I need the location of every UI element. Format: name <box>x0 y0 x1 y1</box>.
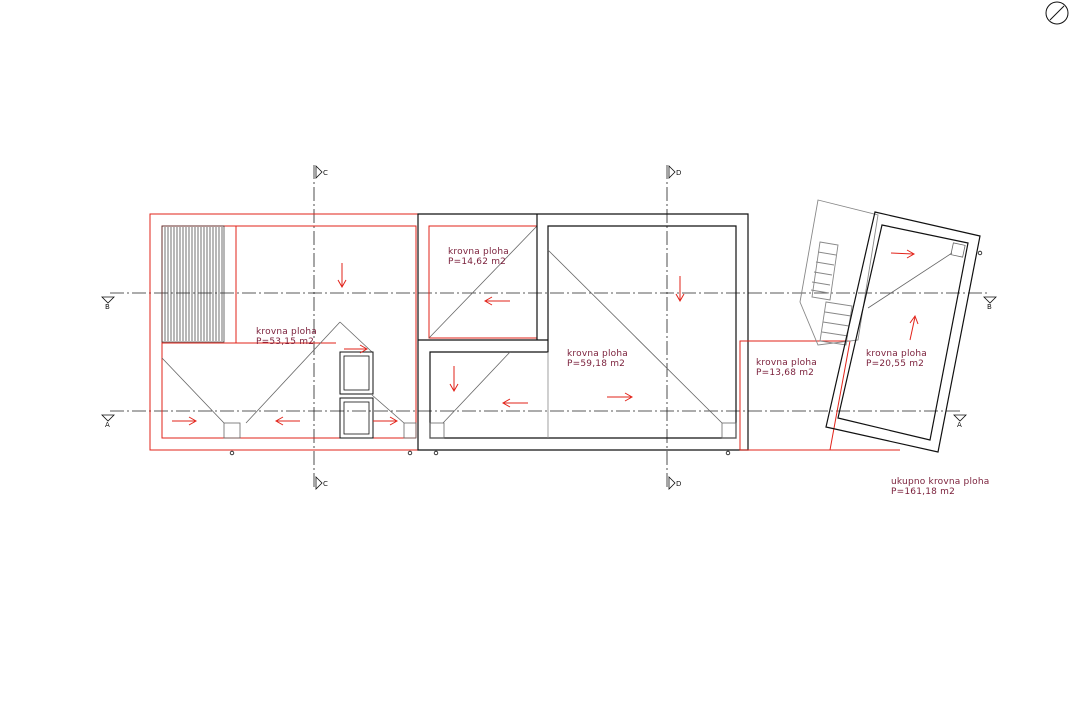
area-title: krovna ploha <box>866 349 927 359</box>
section-label: D <box>676 480 681 488</box>
section-marker-b-right: B <box>983 296 997 311</box>
area-title: krovna ploha <box>567 349 628 359</box>
section-axes <box>110 165 990 490</box>
section-marker-a-left: A <box>101 414 115 429</box>
roof-area-east-small <box>739 340 900 451</box>
label-total-area: ukupno krovna ploha P=161,18 m2 <box>891 477 990 497</box>
section-label: B <box>987 303 992 311</box>
label-area-rotated: krovna ploha P=20,55 m2 <box>866 349 927 369</box>
arrow-left-icon <box>501 398 528 408</box>
total-value: P=161,18 m2 <box>891 487 955 497</box>
section-label: B <box>105 303 110 311</box>
area-value: P=59,18 m2 <box>567 359 625 369</box>
section-marker-d-bottom: D <box>668 476 681 490</box>
arrow-down-icon <box>675 276 685 303</box>
arrow-down-icon <box>337 263 347 289</box>
label-area-east-small: krovna ploha P=13,68 m2 <box>756 358 817 378</box>
arrow-up-icon <box>909 314 919 341</box>
section-marker-d-top: D <box>668 165 681 179</box>
area-value: P=14,62 m2 <box>448 257 506 267</box>
north-arrow-icon <box>1045 1 1069 25</box>
arrow-right-icon <box>344 344 369 354</box>
arrow-left-icon <box>483 296 510 306</box>
label-area-west: krovna ploha P=53,15 m2 <box>256 327 317 347</box>
roof-area-center <box>417 213 749 451</box>
section-label: A <box>105 421 110 429</box>
roof-area-rotated <box>825 211 981 453</box>
section-label: C <box>323 169 328 177</box>
section-marker-c-top: C <box>315 165 328 179</box>
section-marker-b-left: B <box>101 296 115 311</box>
arrow-right-icon <box>890 249 916 259</box>
total-title: ukupno krovna ploha <box>891 477 990 487</box>
area-title: krovna ploha <box>756 358 817 368</box>
area-value: P=13,68 m2 <box>756 368 814 378</box>
solar-panel-hatch <box>161 225 225 343</box>
section-label: D <box>676 169 681 177</box>
slope-arrows <box>172 249 919 426</box>
area-value: P=53,15 m2 <box>256 337 314 347</box>
arrow-right-icon <box>172 416 198 426</box>
section-label: A <box>957 421 962 429</box>
arrow-down-icon <box>449 366 459 393</box>
section-marker-a-right: A <box>953 414 967 429</box>
area-title: krovna ploha <box>448 247 509 257</box>
label-area-center: krovna ploha P=59,18 m2 <box>567 349 628 369</box>
arrow-left-icon <box>274 416 300 426</box>
label-area-north-small: krovna ploha P=14,62 m2 <box>448 247 509 267</box>
roof-area-north-small <box>428 225 538 339</box>
staircase <box>799 199 879 346</box>
arrow-right-icon <box>607 392 634 402</box>
arrow-right-icon <box>373 416 399 426</box>
section-label: C <box>323 480 328 488</box>
area-value: P=20,55 m2 <box>866 359 924 369</box>
drain-points <box>229 250 983 456</box>
area-title: krovna ploha <box>256 327 317 337</box>
section-marker-c-bottom: C <box>315 476 328 490</box>
